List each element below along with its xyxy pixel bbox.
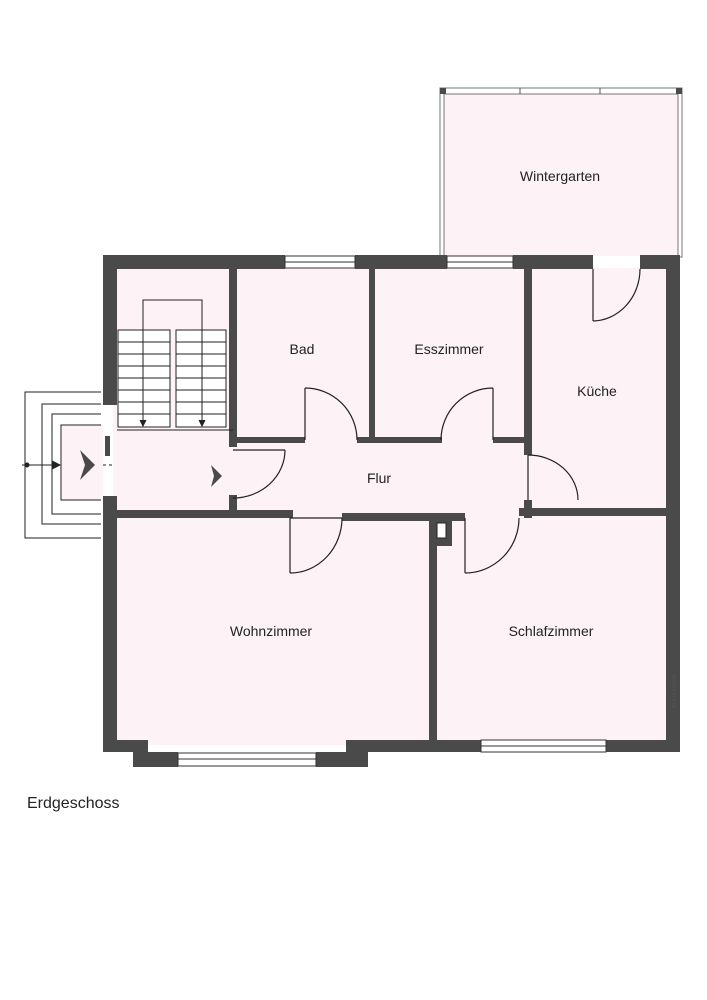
wintergarten-floor [444,92,680,256]
door-kueche-wintergarten [592,268,641,322]
room-label-bad: Bad [290,341,315,357]
entrance-steps [22,391,112,539]
door-bad [304,387,358,441]
entry-arrow-icon [80,450,95,480]
room-label-esszimmer: Esszimmer [414,341,484,357]
doors [232,268,641,574]
kueche-floor [530,268,670,513]
floor-title: Erdgeschoss [27,795,120,812]
walls [103,255,680,767]
hall-arrow-icon [211,465,222,487]
wohnzimmer-floor [113,515,433,745]
staircase [117,299,233,431]
room-label-kueche: Küche [577,383,617,399]
room-label-schlafzimmer: Schlafzimmer [509,623,594,639]
floor-fills [61,92,680,745]
door-schlafzimmer [464,517,520,574]
windows [177,255,607,767]
room-label-flur: Flur [367,470,391,486]
room-label-wohnzimmer: Wohnzimmer [230,623,313,639]
room-label-wintergarten: Wintergarten [520,168,600,184]
door-flur [232,449,286,499]
schlafzimmer-floor [433,515,670,740]
door-esszimmer [440,387,494,441]
credit-label: McGrundriss [672,674,678,708]
door-kueche [527,454,579,501]
door-wohnzimmer [289,517,343,574]
shaft-opening [436,522,447,539]
entry-floor [61,425,103,500]
flur-floor [233,440,530,515]
esszimmer-floor [371,268,526,440]
